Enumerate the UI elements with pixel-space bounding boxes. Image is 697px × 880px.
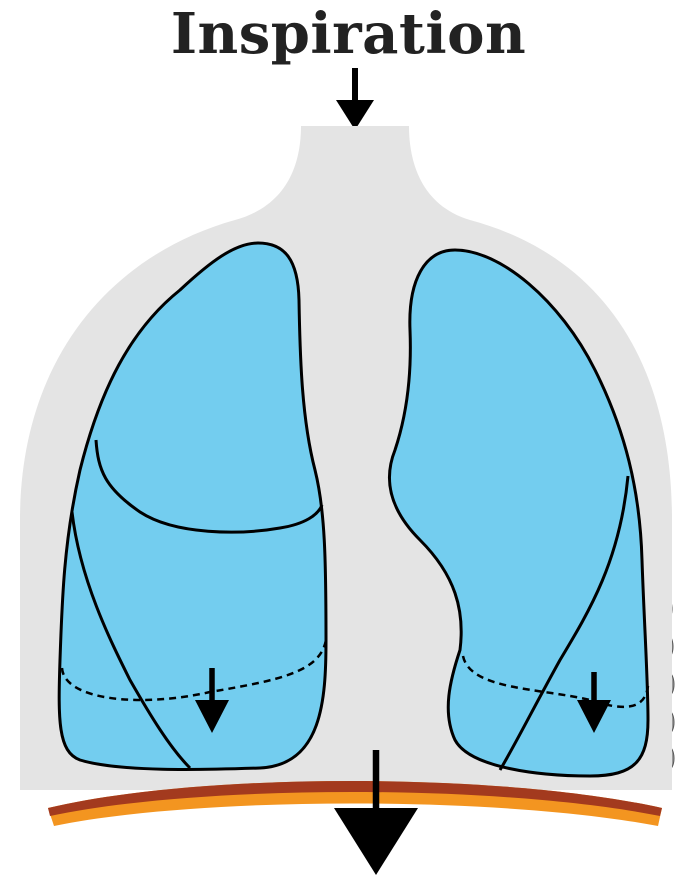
airflow-arrow-icon bbox=[336, 68, 374, 130]
